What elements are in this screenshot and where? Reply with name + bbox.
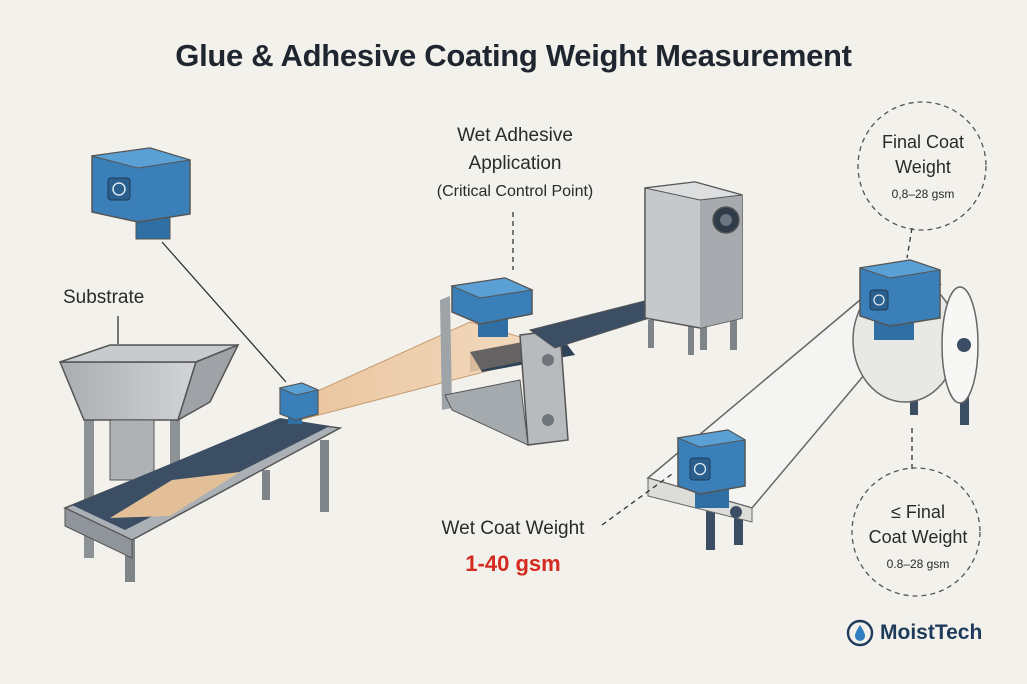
wet-coat-weight-value: 1-40 gsm	[465, 551, 561, 576]
wet-application-line1: Wet Adhesive	[457, 125, 573, 146]
feed-conveyor	[63, 418, 343, 582]
hopper	[58, 343, 240, 558]
final-coat-range: 0,8–28 gsm	[891, 187, 955, 201]
le-final-coat-bubble	[851, 467, 981, 597]
le-final-coat-weight-text: ≤ Final Coat Weight 0.8–28 gsm	[850, 500, 986, 577]
dryer-cabinet	[644, 181, 743, 350]
sensor-front	[676, 429, 747, 508]
page-title: Glue & Adhesive Coating Weight Measureme…	[175, 38, 852, 73]
wet-application-label: Wet Adhesive Application (Critical Contr…	[400, 122, 630, 206]
leader-top-sensor	[161, 241, 287, 383]
final-coat-line1: Final Coat	[881, 132, 965, 152]
wet-application-line3: (Critical Control Point)	[436, 183, 594, 200]
final-coat-weight-text: Final Coat Weight 0,8–28 gsm	[855, 130, 991, 207]
water-drop-icon	[846, 619, 874, 647]
wet-coat-weight-label: Wet Coat Weight	[441, 518, 585, 539]
leader-lines	[117, 212, 913, 526]
wet-application-line2: Application	[468, 153, 562, 174]
le-final-coat-range: 0.8–28 gsm	[886, 557, 950, 571]
application-station	[440, 296, 575, 446]
le-final-coat-line1: ≤ Final	[891, 502, 945, 522]
le-final-coat-line2: Coat Weight	[868, 527, 968, 547]
leader-wet-coat	[601, 473, 673, 526]
sensor-roll	[859, 259, 941, 340]
substrate-label: Substrate	[63, 287, 145, 308]
final-coat-bubble	[857, 101, 987, 231]
brand-name: MoistTech	[880, 621, 983, 644]
sensor-top-left	[91, 147, 191, 240]
brand-logo: MoistTech	[846, 619, 982, 647]
sensor-feed	[278, 382, 320, 424]
leader-final-coat	[906, 227, 913, 259]
sensor-application	[450, 277, 534, 337]
final-coat-line2: Weight	[895, 157, 951, 177]
